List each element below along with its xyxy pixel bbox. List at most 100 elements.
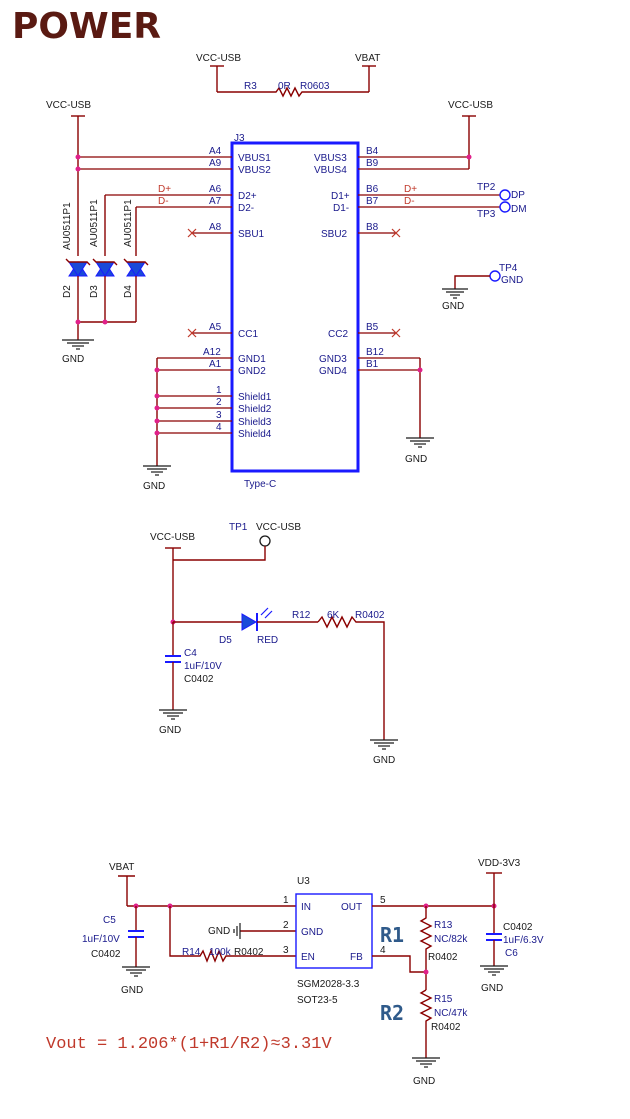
pin-num: A5 (209, 322, 222, 333)
pin-name: Shield4 (238, 429, 272, 440)
d4-part: AU0511P1 (123, 199, 134, 247)
net-label-d-minus: D- (158, 196, 169, 207)
r14-package: R0402 (234, 947, 264, 958)
pin-name: Shield3 (238, 417, 272, 428)
pin-num: A7 (209, 196, 222, 207)
pin-num: 3 (283, 945, 289, 956)
r3-package: R0603 (300, 81, 330, 92)
pin-num: B6 (366, 184, 379, 195)
vcc-usb-right: VCC-USB (448, 100, 493, 169)
d5-ref: D5 (219, 635, 232, 646)
r15-value: NC/47k (434, 1008, 468, 1019)
tvs-esd-array: VCC-USB AU0511P1 AU0511P1 (46, 100, 149, 365)
pin-num: B7 (366, 196, 379, 207)
c6-ref: C6 (505, 948, 518, 959)
pin-name: FB (350, 952, 363, 963)
pin-num: B12 (366, 347, 384, 358)
j3-ref: J3 (234, 133, 245, 144)
pin-name: VBUS3 (314, 153, 347, 164)
net-label-vdd-3v3: VDD-3V3 (478, 858, 521, 869)
net-label-gnd: GND (208, 926, 230, 937)
r14-ref: R14 (182, 947, 201, 958)
led-icon (241, 613, 258, 631)
pin-num: 2 (283, 920, 289, 931)
net-label-vcc-usb: VCC-USB (150, 532, 195, 543)
pin-num: B9 (366, 158, 379, 169)
pin-name: GND1 (238, 354, 266, 365)
tp4-ref: TP4 (499, 263, 518, 274)
net-label-gnd: GND (405, 454, 427, 465)
c6-package: C0402 (503, 922, 533, 933)
net-label-gnd: GND (373, 755, 395, 766)
c6-value: 1uF/6.3V (503, 935, 544, 946)
d2-part: AU0511P1 (62, 202, 73, 250)
r12-package: R0402 (355, 610, 385, 621)
net-label-gnd: GND (62, 354, 84, 365)
ground-icon (442, 288, 468, 299)
ground-icon (122, 966, 150, 977)
pin-num: B1 (366, 359, 379, 370)
j3-body (230, 141, 360, 473)
ground-icon (233, 923, 241, 939)
j3-type: Type-C (244, 479, 276, 490)
tp3-ref: TP3 (477, 209, 496, 220)
pin-name: Shield1 (238, 392, 272, 403)
tp3-net: DM (511, 204, 527, 215)
tp1-net: VCC-USB (256, 522, 301, 533)
r12-ref: R12 (292, 610, 311, 621)
pin-name: D1+ (331, 191, 350, 202)
net-label-gnd: GND (481, 983, 503, 994)
net-label-gnd: GND (143, 481, 165, 492)
pin-num: A4 (209, 146, 222, 157)
pin-name: D2- (238, 203, 254, 214)
u3-ldo-body (295, 893, 373, 969)
pin-num: B4 (366, 146, 379, 157)
tp2-net: DP (511, 190, 525, 201)
ground-icon (412, 1057, 440, 1068)
pin-num: B5 (366, 322, 379, 333)
j3-ground-left: GND (143, 358, 171, 492)
net-label-gnd: GND (121, 985, 143, 996)
d5-color: RED (257, 635, 278, 646)
pin-num: 4 (216, 422, 222, 433)
pin-num: A12 (203, 347, 221, 358)
pin-name: IN (301, 902, 311, 913)
pin-name: SBU2 (321, 229, 348, 240)
j3-usb-connector: J3 Type-C A4 A9 A6 A7 A8 A5 A12 A1 1 2 3… (78, 133, 500, 490)
u3-part: SGM2028-3.3 (297, 979, 360, 990)
tvs-diode-icon (92, 258, 118, 277)
c4-ref: C4 (184, 648, 197, 659)
u3-package: SOT23-5 (297, 995, 338, 1006)
net-label-vcc-usb: VCC-USB (448, 100, 493, 111)
net-label-gnd: GND (159, 725, 181, 736)
pin-name: CC1 (238, 329, 258, 340)
r3-value: 0R (278, 81, 291, 92)
u3-ref: U3 (297, 876, 310, 887)
tvs-diode-icon (65, 258, 91, 277)
net-label-vbat: VBAT (109, 862, 134, 873)
pin-num: A6 (209, 184, 222, 195)
pin-name: D2+ (238, 191, 257, 202)
d3-ref: D3 (89, 285, 100, 298)
r1-callout: R1 (380, 923, 404, 947)
pin-name: D1- (333, 203, 349, 214)
page-title: POWER (12, 6, 161, 47)
net-label-vcc-usb: VCC-USB (46, 100, 91, 111)
pin-num: B8 (366, 222, 379, 233)
r12-value: 6K (327, 610, 340, 621)
ldo-regulator-circuit: VBAT C5 1uF/10V C0402 GND R14 100k R0402… (82, 858, 544, 1087)
pin-name: Shield2 (238, 404, 272, 415)
c5-package: C0402 (91, 949, 121, 960)
pin-name: GND4 (319, 366, 347, 377)
pin-name: VBUS1 (238, 153, 271, 164)
c4-value: 1uF/10V (184, 661, 222, 672)
pin-num: 1 (283, 895, 289, 906)
net-label-vcc-usb: VCC-USB (196, 53, 241, 64)
tvs-diode-icon (123, 258, 149, 277)
d3-part: AU0511P1 (89, 199, 100, 247)
pin-num: A1 (209, 359, 222, 370)
pin-num: A8 (209, 222, 222, 233)
pin-name: VBUS2 (238, 165, 271, 176)
j3-ground-right: GND (405, 358, 434, 465)
